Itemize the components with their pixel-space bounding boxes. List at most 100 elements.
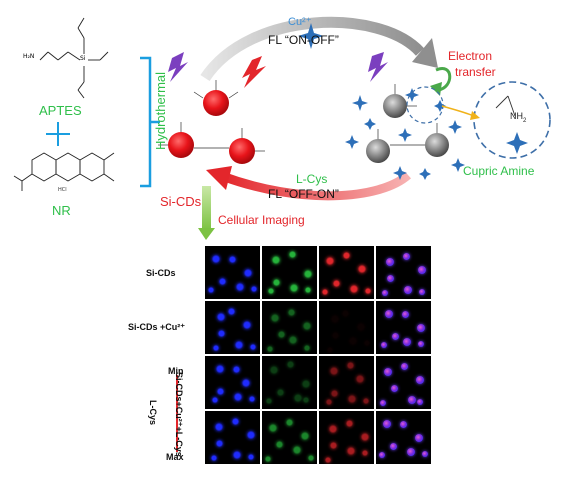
cell-spot bbox=[229, 256, 236, 263]
cell-spot bbox=[269, 424, 277, 432]
electron-transfer-label-line1: Electron bbox=[448, 49, 493, 63]
si-cd-dots bbox=[158, 80, 265, 164]
hcl-label: HCl bbox=[58, 187, 67, 193]
off-on-arrow-head bbox=[206, 166, 232, 190]
electron-transfer-arrow-head bbox=[430, 82, 442, 96]
aptes-label: APTES bbox=[39, 103, 82, 118]
cell-spot bbox=[383, 420, 391, 428]
cell-spot bbox=[212, 397, 218, 403]
cell-spot bbox=[362, 450, 368, 456]
cell-spot bbox=[418, 341, 424, 347]
cell-spot bbox=[326, 257, 334, 265]
si-cds-label: Si-CDs bbox=[160, 194, 202, 209]
cell-spot bbox=[228, 308, 235, 315]
cell-spot bbox=[342, 310, 349, 317]
cell-spot bbox=[212, 255, 220, 263]
cell-spot bbox=[277, 389, 284, 396]
cell-spot bbox=[272, 256, 280, 264]
cell-spot bbox=[267, 346, 273, 352]
fl-off-on-label: FL “OFF-ON” bbox=[268, 187, 339, 201]
zoom-source-circle bbox=[406, 86, 444, 124]
imaging-tile-si-cds-cu-lcys-low-blue bbox=[205, 356, 260, 409]
cell-spot bbox=[232, 418, 239, 425]
cell-spot bbox=[346, 420, 353, 427]
lightning-icon-purple-right bbox=[368, 52, 388, 82]
cell-spot bbox=[265, 456, 271, 462]
cell-spot bbox=[347, 362, 354, 369]
cell-spot bbox=[380, 400, 386, 406]
cell-spot bbox=[304, 270, 312, 278]
cell-spot bbox=[304, 345, 310, 351]
gradient-l-cys-label: L-Cys bbox=[148, 400, 158, 426]
cell-spot bbox=[302, 380, 310, 388]
quenched-cd-dots bbox=[366, 84, 449, 163]
nr-structure bbox=[13, 152, 115, 191]
lightning-icon-purple-left bbox=[168, 52, 188, 82]
cell-spot bbox=[219, 278, 226, 285]
cell-spot bbox=[218, 330, 225, 337]
cell-spot bbox=[234, 393, 242, 401]
cell-spot bbox=[329, 425, 337, 433]
cell-spot bbox=[365, 288, 371, 294]
cell-spot bbox=[418, 266, 426, 274]
cell-spot bbox=[416, 376, 424, 384]
cell-spot bbox=[330, 442, 337, 449]
cell-spot bbox=[273, 279, 280, 286]
row-label-si-cds-cu-lcys: Si-CDs+Cu²⁺+L-Cys bbox=[174, 372, 184, 457]
cell-spot bbox=[325, 457, 331, 463]
imaging-tile-si-cds-cu-lcys-high-blue bbox=[205, 411, 260, 464]
cell-spot bbox=[347, 447, 355, 455]
cell-spot bbox=[385, 310, 393, 318]
fl-on-off-label: FL “ON-OFF” bbox=[268, 33, 339, 47]
cell-spot bbox=[250, 344, 256, 350]
cell-spot bbox=[289, 336, 297, 344]
cell-spot bbox=[358, 265, 366, 273]
cupric-amine-structure bbox=[495, 95, 516, 117]
cell-spot bbox=[286, 419, 293, 426]
cupric-amine-label: Cupric Amine bbox=[463, 164, 535, 178]
cell-spot bbox=[387, 275, 394, 282]
imaging-tile-si-cds-cu-green bbox=[262, 301, 317, 354]
si-atom-label: Si bbox=[80, 55, 86, 62]
cell-spot bbox=[357, 323, 365, 331]
cell-spot bbox=[407, 448, 415, 456]
cell-spot bbox=[422, 451, 428, 457]
cell-spot bbox=[363, 398, 369, 404]
cell-spot bbox=[350, 285, 358, 293]
cell-spot bbox=[268, 288, 274, 294]
imaging-arrow-shaft bbox=[202, 186, 211, 230]
cell-spot bbox=[235, 341, 243, 349]
electron-transfer-label-line2: transfer bbox=[455, 65, 496, 79]
cell-spot bbox=[417, 399, 423, 405]
on-off-arrow-head bbox=[412, 38, 438, 68]
lightning-icon-red bbox=[242, 56, 266, 88]
cell-spot bbox=[331, 315, 339, 323]
imaging-tile-si-cds-green bbox=[262, 246, 317, 299]
cupric-center-sparkle-icon bbox=[506, 132, 528, 154]
cell-spot bbox=[327, 347, 333, 353]
imaging-tile-si-cds-red bbox=[319, 246, 374, 299]
imaging-tile-si-cds-cu-lcys-high-red bbox=[319, 411, 374, 464]
cell-spot bbox=[381, 342, 387, 348]
cell-spot bbox=[379, 452, 385, 458]
cell-spot bbox=[401, 363, 408, 370]
cell-spot bbox=[213, 345, 219, 351]
cell-spot bbox=[403, 338, 411, 346]
cell-spot bbox=[364, 340, 370, 346]
cell-spot bbox=[331, 390, 338, 397]
cu-ion-label: Cu²⁺ bbox=[288, 16, 312, 28]
cell-spot bbox=[216, 440, 223, 447]
cell-spot bbox=[382, 290, 388, 296]
l-cys-label: L-Cys bbox=[296, 172, 328, 186]
cell-spot bbox=[408, 396, 416, 404]
cell-spot bbox=[333, 280, 340, 287]
cell-spot bbox=[330, 367, 338, 375]
cell-spot bbox=[208, 287, 214, 293]
cell-spot bbox=[276, 441, 283, 448]
cell-spot bbox=[384, 368, 392, 376]
cu-sparkle-icons bbox=[345, 88, 465, 180]
cell-spot bbox=[415, 434, 423, 442]
cell-spot bbox=[247, 431, 255, 439]
